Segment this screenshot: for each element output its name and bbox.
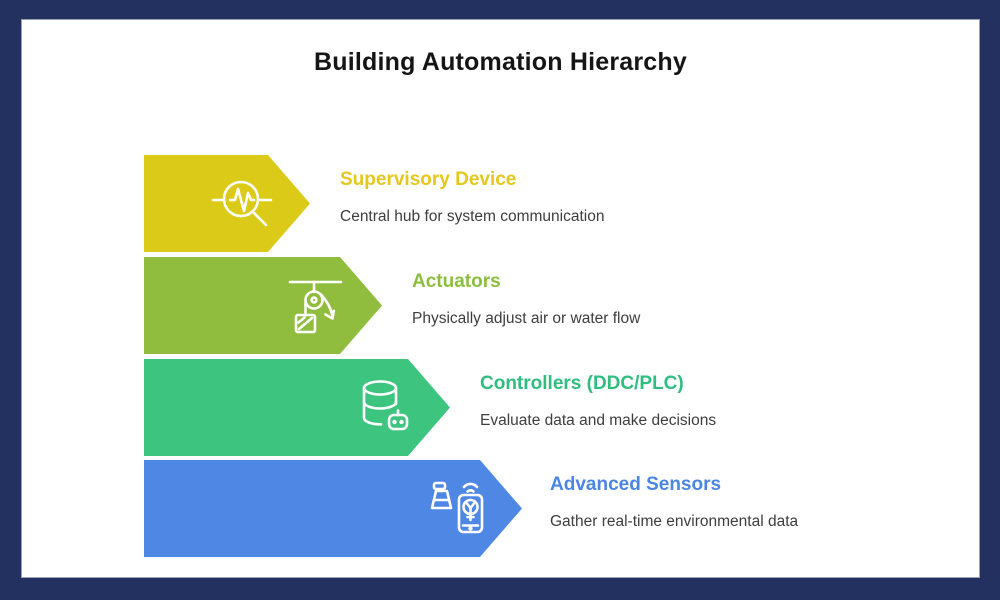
sensor-smartphone-icon [423,476,487,540]
row-description: Gather real-time environmental data [550,513,799,530]
row-title: Actuators [412,271,501,292]
row-description: Evaluate data and make decisions [480,412,717,429]
arrow-shape [144,359,450,456]
row-text: Actuators Physically adjust air or water… [412,270,640,328]
row-title: Supervisory Device [340,169,517,190]
row-description: Central hub for system communication [340,208,605,225]
row-title: Controllers (DDC/PLC) [480,373,684,394]
pulley-load-icon [283,273,347,337]
pulse-magnifier-icon [211,171,275,235]
arrow-shape [144,460,522,557]
arrow-shape [144,155,310,252]
row-text: Supervisory Device Central hub for syste… [340,168,604,226]
row-text: Controllers (DDC/PLC) Evaluate data and … [480,372,716,430]
row-title: Advanced Sensors [550,474,722,495]
row-description: Physically adjust air or water flow [412,310,641,327]
slide-canvas: Building Automation Hierarchy Supervisor… [22,20,979,577]
database-robot-icon [351,375,415,439]
arrow-shape [144,257,382,354]
row-text: Advanced Sensors Gather real-time enviro… [550,473,798,531]
page-title: Building Automation Hierarchy [314,48,687,76]
